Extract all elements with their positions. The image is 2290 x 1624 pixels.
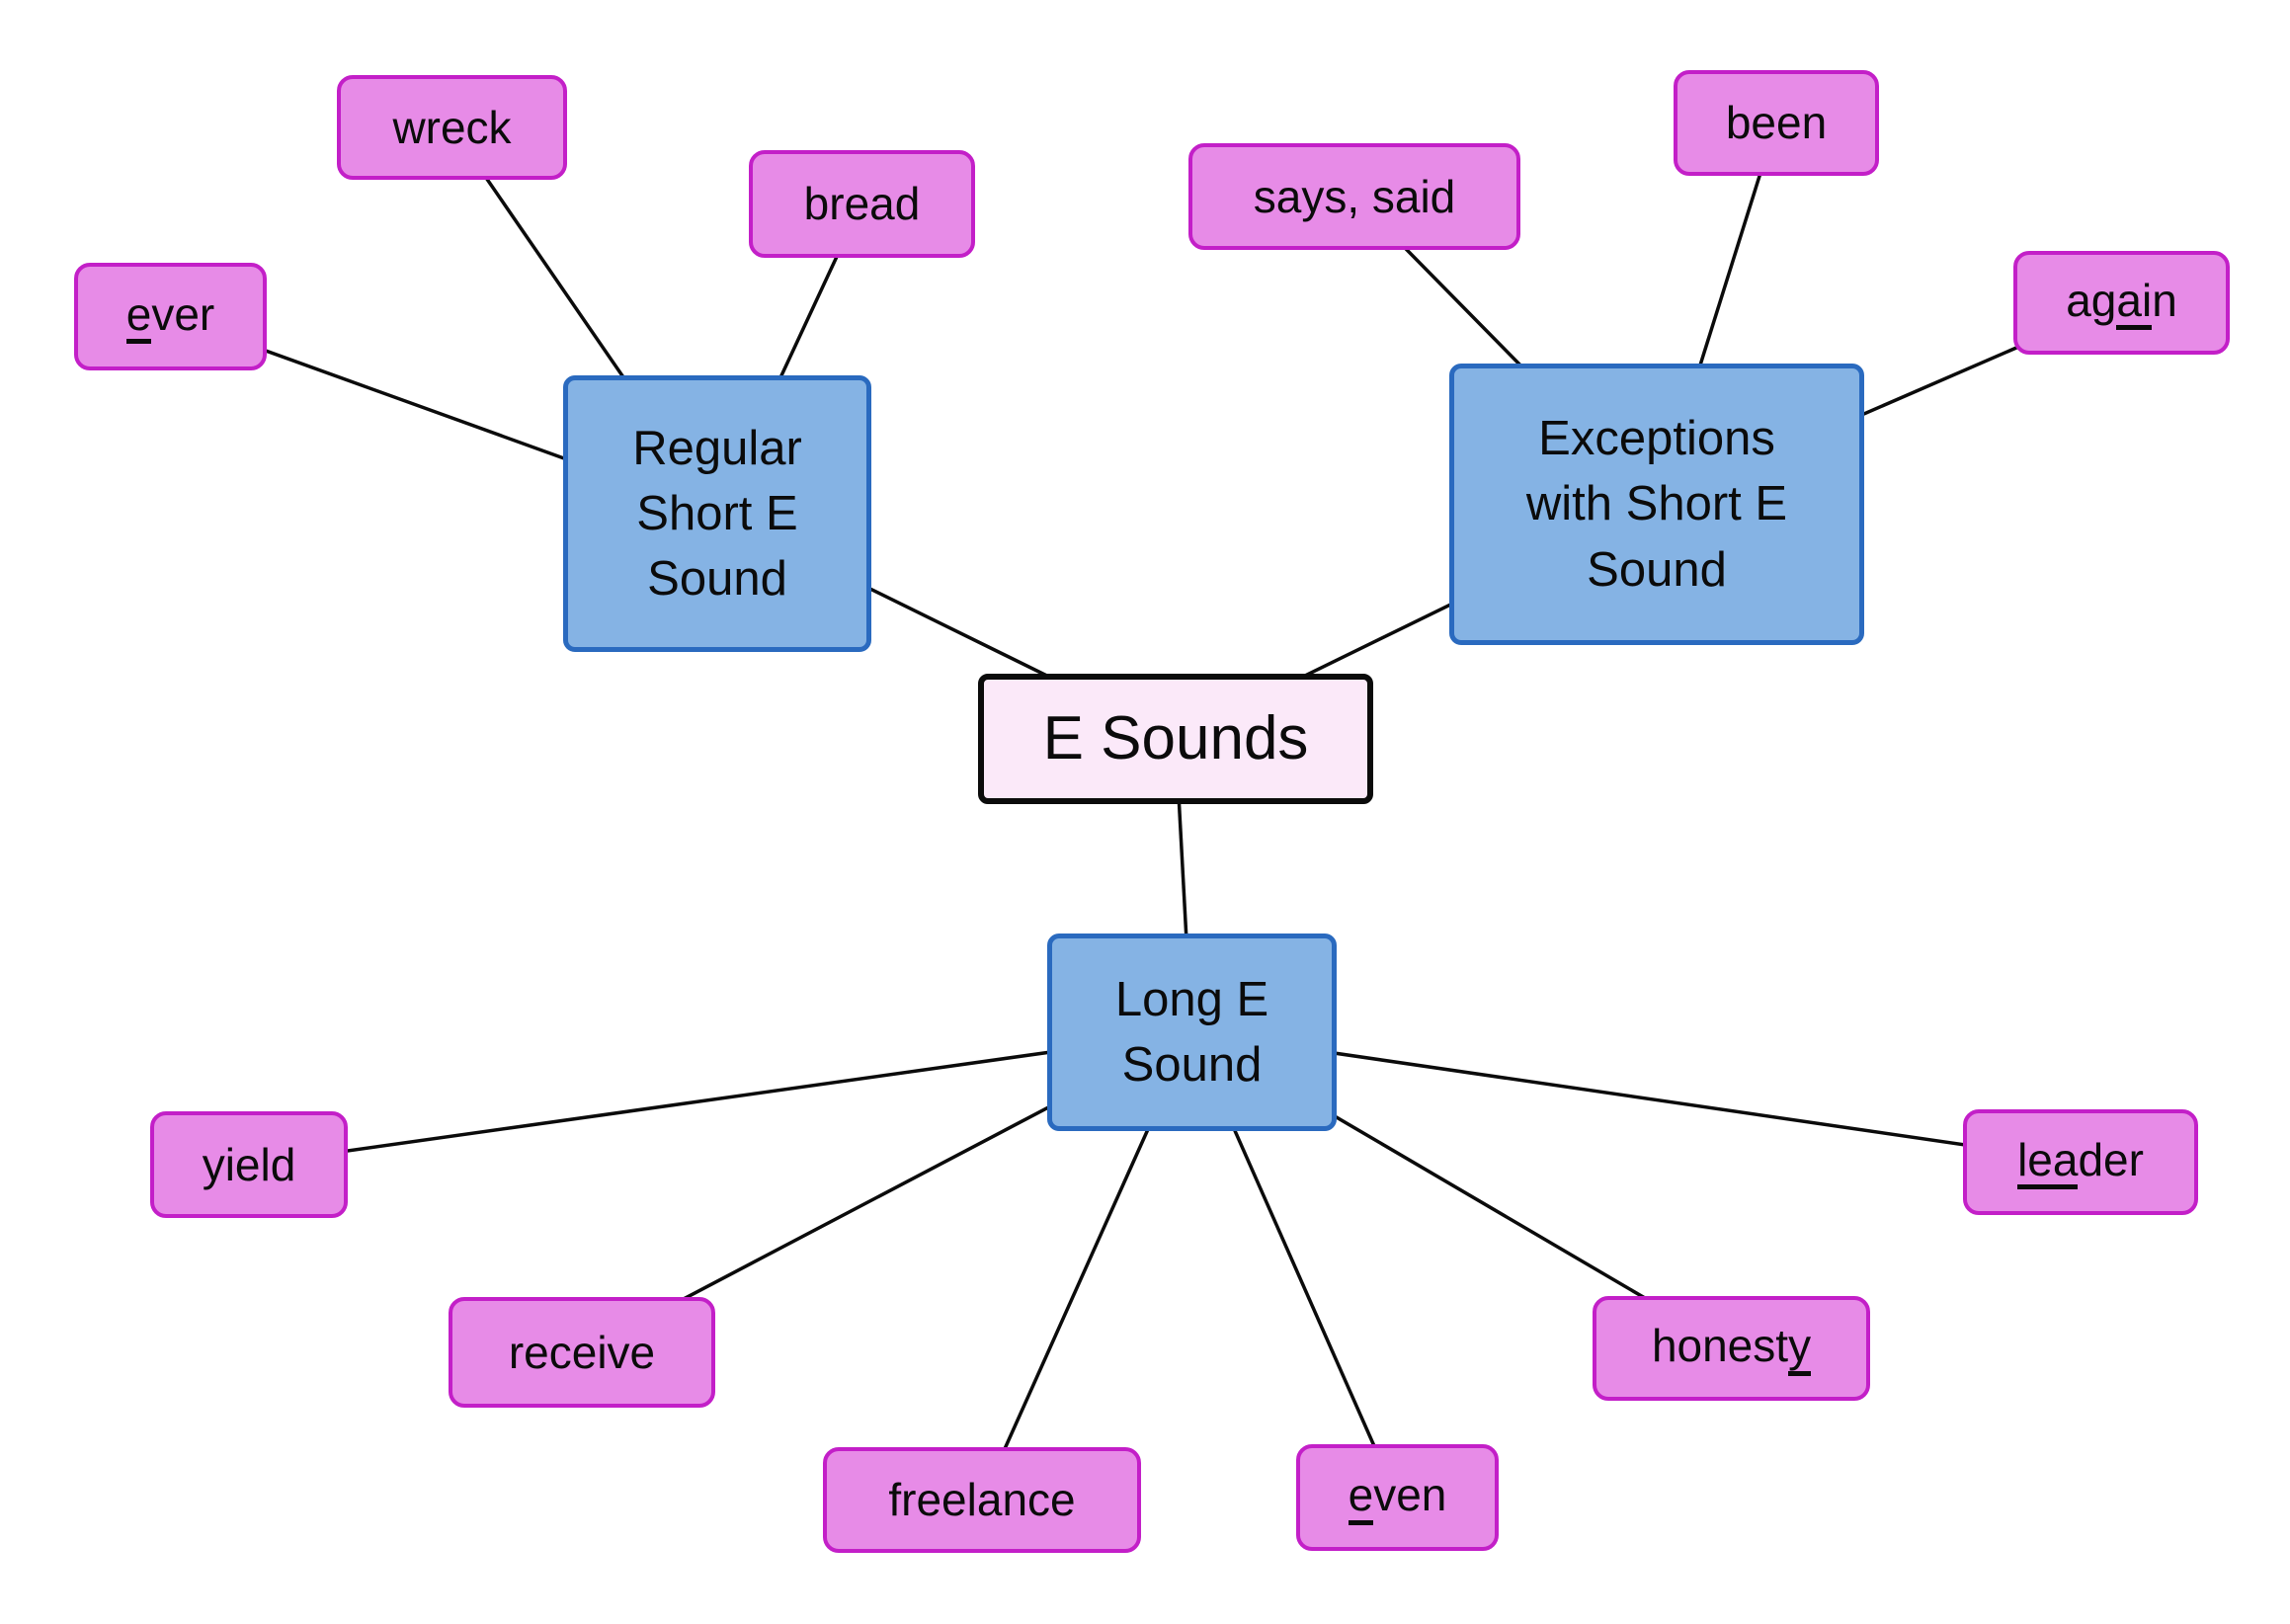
node-says-said-label: says, said <box>1253 170 1456 222</box>
node-long-e-sound-label: Long E Sound <box>1114 972 1269 1092</box>
node-exceptions-with-short-e-sound[interactable]: Exceptions with Short E Sound <box>1449 364 1864 645</box>
node-yield[interactable]: yield <box>150 1111 348 1218</box>
node-e-sounds[interactable]: E Sounds <box>978 674 1373 804</box>
edge-longe-leader <box>1190 1030 2082 1164</box>
node-even[interactable]: even <box>1296 1444 1499 1551</box>
node-bread-label: bread <box>803 178 921 230</box>
node-says-said[interactable]: says, said <box>1188 143 1520 250</box>
node-regular-short-e-sound-label: Regular Short E Sound <box>632 421 802 607</box>
node-freelance-label: freelance <box>888 1474 1076 1526</box>
node-wreck-label: wreck <box>392 101 512 153</box>
node-e-sounds-label: E Sounds <box>1042 703 1309 772</box>
node-exceptions-with-short-e-sound-label: Exceptions with Short E Sound <box>1525 412 1788 597</box>
node-ever[interactable]: ever <box>74 263 267 370</box>
node-even-label: even <box>1348 1470 1446 1525</box>
node-wreck[interactable]: wreck <box>337 75 567 180</box>
node-honesty[interactable]: honesty <box>1593 1296 1870 1401</box>
node-honesty-label: honesty <box>1652 1321 1812 1376</box>
node-been[interactable]: been <box>1674 70 1879 176</box>
node-again[interactable]: again <box>2013 251 2230 355</box>
node-yield-label: yield <box>202 1138 296 1190</box>
node-receive[interactable]: receive <box>449 1297 715 1408</box>
node-freelance[interactable]: freelance <box>823 1447 1141 1553</box>
node-ever-label: ever <box>125 288 214 345</box>
node-leader-label: leader <box>2017 1134 2144 1190</box>
node-leader[interactable]: leader <box>1963 1109 2198 1215</box>
node-again-label: again <box>2066 275 2177 331</box>
edge-longe-yield <box>248 1030 1192 1167</box>
node-bread[interactable]: bread <box>749 150 975 258</box>
node-been-label: been <box>1725 97 1828 149</box>
node-regular-short-e-sound[interactable]: Regular Short E Sound <box>563 375 871 652</box>
node-long-e-sound[interactable]: Long E Sound <box>1047 934 1337 1131</box>
node-receive-label: receive <box>508 1326 656 1378</box>
